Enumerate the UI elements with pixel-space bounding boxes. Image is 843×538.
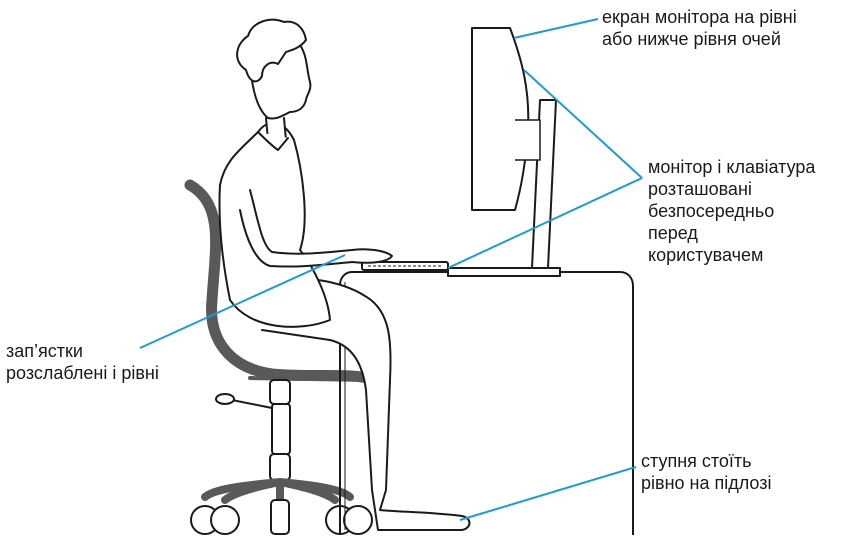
- label-monitor-eye-level: екран монітора на рівні або нижче рівня …: [602, 6, 797, 50]
- label-line: користувачем: [648, 245, 764, 265]
- label-line: безпосередньо: [648, 201, 775, 221]
- callout-line-feet: [459, 466, 637, 521]
- chair-column-middle: [271, 403, 291, 455]
- label-line: зап’ястки: [6, 341, 83, 361]
- label-line: екран монітора на рівні: [602, 7, 797, 27]
- person-hair: [236, 18, 307, 83]
- keyboard: [361, 261, 449, 271]
- label-line: рівно на підлозі: [641, 473, 772, 493]
- callout-lines: [139, 18, 643, 521]
- chair-base-legs: [201, 478, 354, 504]
- person: [218, 18, 471, 531]
- monitor-back: [515, 119, 541, 161]
- callout-line-eye-level: [513, 18, 599, 39]
- chair-column-lower: [269, 453, 291, 481]
- callout-line-keyboard-front: [447, 177, 643, 269]
- chair-lever: [231, 399, 273, 409]
- label-wrists: зап’ястки розслаблені і рівні: [6, 340, 159, 384]
- callout-line-monitor-front: [523, 69, 643, 179]
- label-feet: ступня стоїть рівно на підлозі: [641, 450, 772, 494]
- person-collar: [257, 131, 289, 151]
- label-line: ступня стоїть: [641, 451, 752, 471]
- person-torso: [218, 122, 331, 328]
- label-line: розташовані: [648, 179, 752, 199]
- chair-lever-knob: [215, 393, 235, 405]
- label-line: розслаблені і рівні: [6, 363, 159, 383]
- label-line: перед: [648, 223, 698, 243]
- callout-line-wrists: [139, 254, 346, 349]
- chair-seat: [248, 376, 374, 382]
- label-line: або нижче рівня очей: [602, 29, 781, 49]
- label-line: монітор і клавіатура: [648, 157, 816, 177]
- person-arm: [239, 189, 393, 268]
- monitor-screen: [471, 27, 530, 211]
- chair-column-upper: [269, 379, 291, 405]
- label-monitor-keyboard-front: монітор і клавіатура розташовані безпосе…: [648, 156, 815, 266]
- monitor: [447, 27, 561, 277]
- monitor-stand-base: [447, 267, 561, 277]
- chair-backrest: [184, 179, 382, 386]
